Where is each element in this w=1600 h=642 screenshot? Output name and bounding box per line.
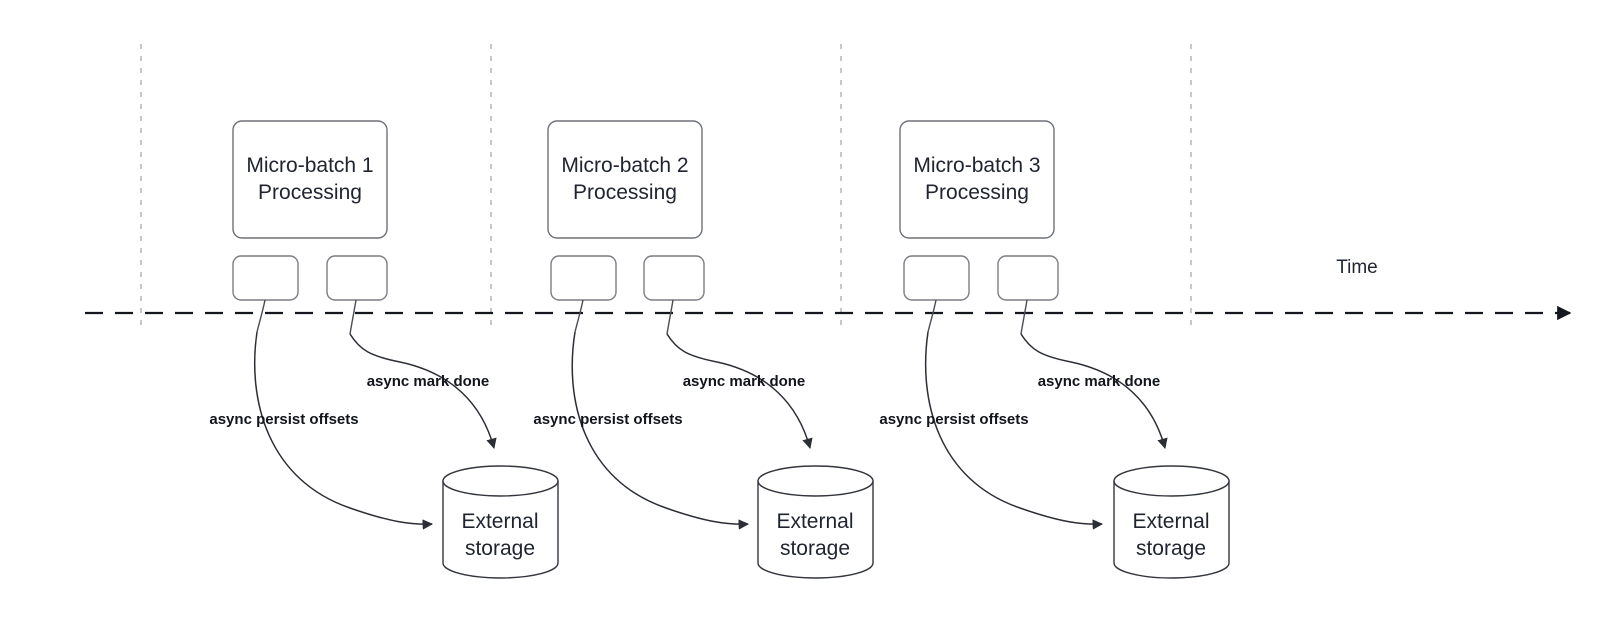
mark-done-task-stub-3 <box>1020 299 1028 335</box>
async-mark-done-label-1: async mark done <box>367 373 490 390</box>
micro-batch-3-label-line2: Processing <box>925 181 1029 204</box>
micro-batch-1-box[interactable] <box>232 120 388 239</box>
async-mark-done-label-3: async mark done <box>1038 373 1161 390</box>
async-persist-offsets-label-1: async persist offsets <box>209 411 358 428</box>
micro-batch-1-label-line1: Micro-batch 1 <box>246 154 373 177</box>
mark-done-task-stub-2 <box>666 299 674 335</box>
micro-batch-group-2: Micro-batch 2 Processing async persist o… <box>533 120 874 579</box>
async-mark-done-curve-3 <box>1020 333 1168 450</box>
async-persist-offsets-curve-3 <box>924 331 1104 530</box>
mark-done-task-box-2[interactable] <box>643 255 705 301</box>
external-storage-top-1 <box>442 465 559 497</box>
async-mark-done-curve-2 <box>666 333 813 450</box>
external-storage-label-2-line2: storage <box>780 537 850 560</box>
async-persist-offsets-curve-1 <box>254 331 434 530</box>
micro-batch-3-label-line1: Micro-batch 3 <box>913 154 1040 177</box>
async-mark-done-label-2: async mark done <box>683 373 806 390</box>
external-storage-label-3-line1: External <box>1132 510 1209 533</box>
async-persist-offsets-curve-2 <box>571 331 750 530</box>
external-storage-label-2-line1: External <box>776 510 853 533</box>
micro-batch-group-1: Micro-batch 1 Processing async persist o… <box>209 120 559 579</box>
micro-batch-2-label-line1: Micro-batch 2 <box>561 154 688 177</box>
mark-done-task-box-1[interactable] <box>326 255 388 301</box>
external-storage-cylinder-3[interactable]: External storage <box>1113 465 1230 579</box>
async-persist-offsets-label-3: async persist offsets <box>879 411 1028 428</box>
external-storage-cylinder-1[interactable]: External storage <box>442 465 559 579</box>
external-storage-top-3 <box>1113 465 1230 497</box>
micro-batch-2-label-line2: Processing <box>573 181 677 204</box>
external-storage-label-1-line1: External <box>461 510 538 533</box>
offset-task-box-1[interactable] <box>232 255 299 301</box>
micro-batch-2-box[interactable] <box>547 120 703 239</box>
offset-task-box-2[interactable] <box>550 255 617 301</box>
mark-done-task-box-3[interactable] <box>997 255 1059 301</box>
offset-task-stub-2 <box>574 299 584 333</box>
time-axis-group: Time <box>85 257 1572 321</box>
offset-task-stub-3 <box>927 299 937 333</box>
external-storage-top-2 <box>757 465 874 497</box>
external-storage-label-1-line2: storage <box>465 537 535 560</box>
external-storage-label-3-line2: storage <box>1136 537 1206 560</box>
time-axis-label: Time <box>1336 257 1378 278</box>
external-storage-cylinder-2[interactable]: External storage <box>757 465 874 579</box>
mark-done-task-stub-1 <box>349 299 357 335</box>
external-storage-body-1 <box>442 480 559 579</box>
external-storage-body-3 <box>1113 480 1230 579</box>
micro-batch-group-3: Micro-batch 3 Processing async persist o… <box>879 120 1230 579</box>
async-mark-done-curve-1 <box>349 333 497 450</box>
offset-task-box-3[interactable] <box>903 255 970 301</box>
external-storage-body-2 <box>757 480 874 579</box>
micro-batch-1-label-line2: Processing <box>258 181 362 204</box>
micro-batch-3-box[interactable] <box>899 120 1055 239</box>
async-persist-offsets-label-2: async persist offsets <box>533 411 682 428</box>
offset-task-stub-1 <box>256 299 266 333</box>
